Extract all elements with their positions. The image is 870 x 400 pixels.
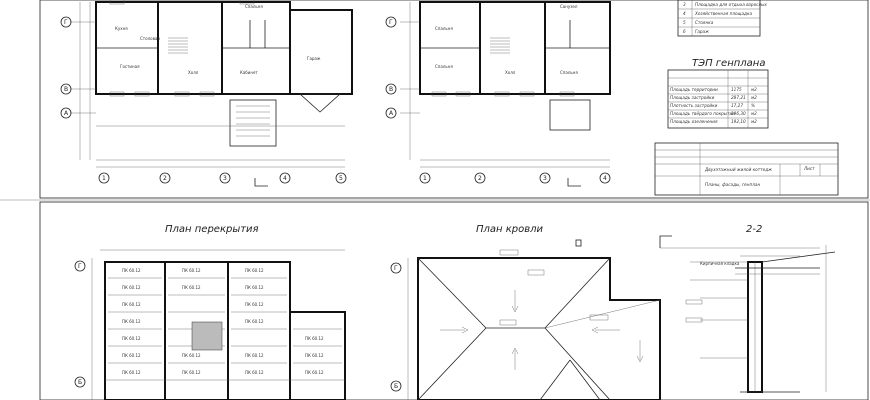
section-title: 2-2	[746, 224, 762, 235]
svg-text:Стоянка: Стоянка	[695, 20, 714, 25]
svg-text:м2: м2	[751, 111, 757, 116]
explication-table: 3 Площадка для отдыха взрослых 4 Хозяйст…	[677, 0, 767, 37]
roof-title: План кровли	[476, 224, 544, 235]
svg-text:Площадь территории: Площадь территории	[670, 87, 718, 92]
svg-text:ПК 60.12: ПК 60.12	[245, 370, 264, 375]
svg-text:ПК 60.12: ПК 60.12	[182, 353, 201, 358]
svg-text:192,10: 192,10	[731, 119, 746, 124]
svg-text:17,27: 17,27	[731, 103, 743, 108]
svg-text:Г: Г	[78, 263, 82, 270]
roof-plan: Г Б	[390, 239, 661, 400]
svg-text:Холл: Холл	[505, 70, 516, 75]
floor-slab-title: План перекрытия	[165, 224, 259, 235]
svg-text:ПК 60.12: ПК 60.12	[245, 268, 264, 273]
svg-text:Кабинет: Кабинет	[240, 70, 258, 75]
svg-text:4: 4	[283, 175, 287, 182]
sheet-frame-top	[39, 0, 869, 199]
tep-table: Площадь территории 1175 м2 Площадь застр…	[667, 69, 769, 129]
svg-text:А: А	[389, 110, 394, 117]
svg-text:ПК 60.12: ПК 60.12	[122, 336, 141, 341]
svg-text:Спальня: Спальня	[435, 64, 453, 69]
svg-text:Столовая: Столовая	[140, 36, 160, 41]
svg-text:5: 5	[683, 20, 686, 25]
svg-text:Гараж: Гараж	[307, 56, 321, 61]
svg-text:ПК 60.12: ПК 60.12	[182, 370, 201, 375]
svg-text:4: 4	[683, 11, 686, 16]
svg-text:Гостиная: Гостиная	[120, 64, 140, 69]
svg-text:Планы, фасады, генплан: Планы, фасады, генплан	[705, 182, 760, 187]
svg-text:Б: Б	[394, 383, 398, 390]
svg-text:3: 3	[683, 2, 686, 7]
svg-text:5: 5	[339, 175, 343, 182]
svg-text:ПК 60.12: ПК 60.12	[122, 353, 141, 358]
svg-text:Б: Б	[78, 379, 82, 386]
svg-text:Г: Г	[389, 19, 393, 26]
svg-text:ПК 60.12: ПК 60.12	[182, 285, 201, 290]
svg-text:Санузел: Санузел	[560, 4, 578, 9]
svg-text:Площадь озеленения: Площадь озеленения	[670, 119, 718, 124]
svg-text:Гараж: Гараж	[695, 29, 709, 34]
svg-text:Двухэтажный жилой коттедж: Двухэтажный жилой коттедж	[704, 167, 772, 172]
svg-text:ПК 60.12: ПК 60.12	[245, 285, 264, 290]
svg-text:Холл: Холл	[188, 70, 199, 75]
floor-plan-2: Спальня Спальня Холл Спальня Санузел 1 2…	[385, 1, 611, 187]
svg-text:ПК 60.12: ПК 60.12	[122, 319, 141, 324]
svg-text:м2: м2	[751, 87, 757, 92]
svg-text:ПК 60.12: ПК 60.12	[305, 336, 324, 341]
svg-text:Плотность застройки: Плотность застройки	[670, 103, 718, 108]
svg-text:3: 3	[223, 175, 227, 182]
svg-text:м2: м2	[751, 119, 757, 124]
column-axes-plan1: 1 2 3 4 5	[98, 172, 347, 184]
svg-text:ПК 60.12: ПК 60.12	[122, 302, 141, 307]
svg-text:4: 4	[603, 175, 607, 182]
svg-text:3: 3	[543, 175, 547, 182]
row-axes-plan1: Г В А	[60, 16, 72, 119]
svg-text:1175: 1175	[731, 87, 742, 92]
svg-text:В: В	[389, 86, 393, 93]
column-axes-plan2: 1 2 3 4	[419, 172, 611, 184]
svg-text:Спальня: Спальня	[245, 4, 263, 9]
svg-text:А: А	[64, 110, 69, 117]
svg-text:м2: м2	[751, 95, 757, 100]
svg-text:ПК 60.12: ПК 60.12	[305, 353, 324, 358]
svg-text:ПК 60.12: ПК 60.12	[245, 353, 264, 358]
svg-text:1: 1	[423, 175, 427, 182]
title-block-stamp: Двухэтажный жилой коттедж Планы, фасады,…	[654, 142, 839, 196]
floor-slab-plan: ПК 60.12 ПК 60.12 ПК 60.12 ПК 60.12 ПК 6…	[74, 249, 346, 400]
svg-text:ПК 60.12: ПК 60.12	[122, 370, 141, 375]
svg-text:Г: Г	[64, 19, 68, 26]
row-axes-plan2: Г В А	[385, 16, 397, 119]
svg-text:%: %	[751, 103, 755, 108]
tep-title: ТЭП генплана	[692, 58, 765, 69]
section-2-2: Кирпичная кладка	[659, 235, 836, 393]
svg-text:287,21: 287,21	[731, 95, 746, 100]
svg-text:196,30: 196,30	[731, 111, 746, 116]
svg-text:Площадка для отдыха взрослых: Площадка для отдыха взрослых	[695, 2, 767, 7]
svg-text:2: 2	[478, 175, 482, 182]
svg-text:ПК 60.12: ПК 60.12	[122, 285, 141, 290]
svg-text:Кирпичная кладка: Кирпичная кладка	[700, 261, 740, 266]
sheet-frame-bottom	[39, 201, 869, 400]
svg-text:Спальня: Спальня	[435, 26, 453, 31]
svg-text:Площадь твёрдого покрытия: Площадь твёрдого покрытия	[670, 111, 735, 116]
svg-text:В: В	[64, 86, 68, 93]
svg-text:ПК 60.12: ПК 60.12	[122, 268, 141, 273]
svg-text:ПК 60.12: ПК 60.12	[182, 268, 201, 273]
svg-text:1: 1	[102, 175, 106, 182]
svg-text:Площадь застройки: Площадь застройки	[670, 95, 715, 100]
svg-text:6: 6	[683, 29, 686, 34]
svg-text:ПК 60.12: ПК 60.12	[245, 319, 264, 324]
svg-text:Г: Г	[394, 265, 398, 272]
svg-text:Кухня: Кухня	[115, 26, 128, 31]
svg-text:Спальня: Спальня	[560, 70, 578, 75]
svg-text:ПК 60.12: ПК 60.12	[245, 302, 264, 307]
svg-text:2: 2	[163, 175, 167, 182]
svg-text:ПК 60.12: ПК 60.12	[305, 370, 324, 375]
floor-plan-1: Кухня Столовая Гостиная Холл Кабинет Гар…	[60, 0, 353, 187]
svg-text:Лист: Лист	[803, 166, 815, 171]
svg-text:Хозяйственная площадка: Хозяйственная площадка	[694, 11, 752, 16]
